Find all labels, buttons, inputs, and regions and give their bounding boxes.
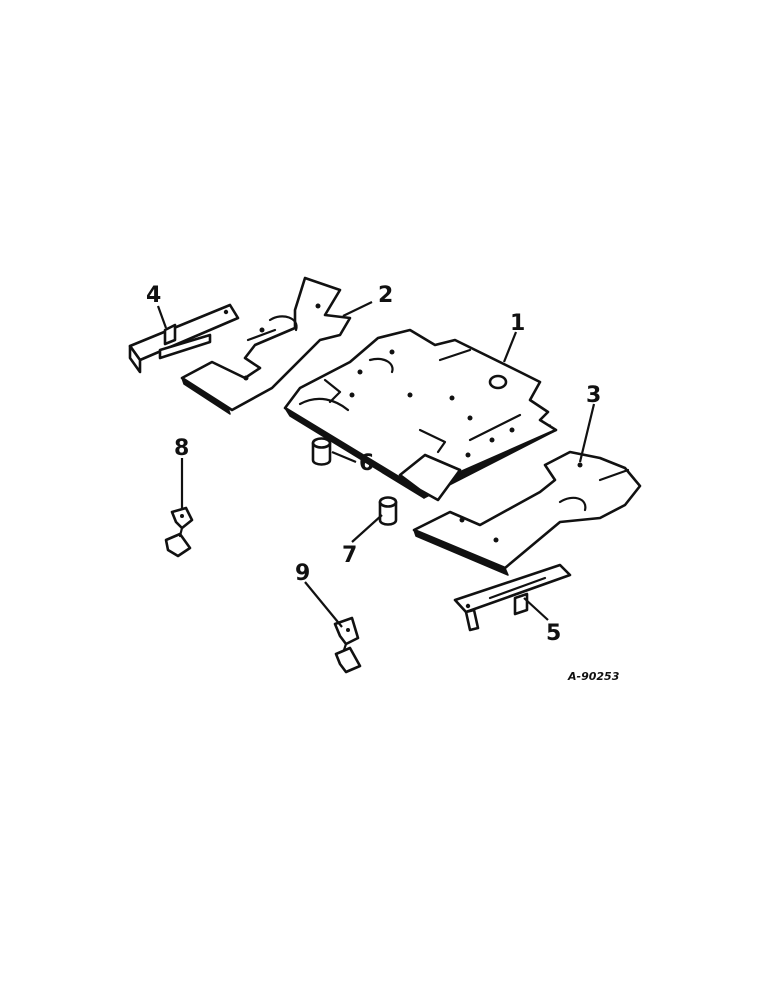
callout-4: 4 (146, 283, 161, 308)
part-1-floor-plate (283, 328, 558, 502)
leader-1 (502, 331, 518, 363)
part-5-right-bracket (453, 563, 572, 632)
part-7-bushing (378, 496, 398, 526)
leader-lines (156, 301, 596, 628)
callout-2: 2 (378, 283, 393, 308)
leader-7 (351, 514, 383, 543)
callout-3: 3 (586, 383, 601, 408)
part-8-latch (164, 506, 194, 558)
callout-7: 7 (342, 543, 357, 568)
callout-6: 6 (359, 451, 374, 476)
callout-9: 9 (295, 561, 310, 586)
figure-reference-code: A-90253 (567, 670, 620, 683)
part-3-right-floor-plate (412, 450, 642, 576)
leader-6 (331, 450, 357, 464)
part-2-left-floor-plate (180, 276, 352, 415)
part-9-latch (333, 616, 362, 674)
callout-8: 8 (174, 436, 189, 461)
leader-9 (304, 581, 343, 628)
part-4-left-bracket (128, 303, 240, 374)
leader-3 (578, 403, 596, 463)
leader-4 (156, 305, 168, 329)
callout-1: 1 (510, 311, 525, 336)
callout-5: 5 (546, 621, 561, 646)
part-6-bushing (311, 437, 332, 466)
leader-2 (342, 301, 373, 317)
leader-5 (523, 597, 549, 621)
